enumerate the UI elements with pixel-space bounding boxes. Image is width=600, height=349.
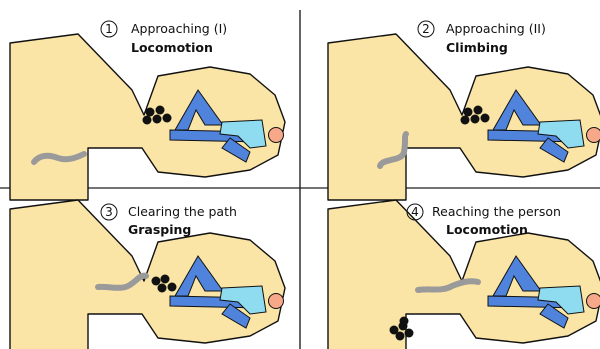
panel-4-number: 4: [411, 205, 419, 219]
panel-2-number: 2: [422, 22, 430, 36]
debris-stone: [396, 332, 405, 341]
debris-stone: [161, 275, 170, 284]
panel-1-number: 1: [105, 22, 113, 36]
debris-stone: [461, 116, 470, 125]
debris-stone: [163, 114, 172, 123]
panel-1-caption: 1 Approaching (I) Locomotion: [101, 21, 227, 55]
panel-1: [10, 34, 285, 200]
debris-stone: [464, 108, 473, 117]
debris-stone: [146, 108, 155, 117]
debris-stone: [158, 284, 167, 293]
panel-3-number: 3: [105, 205, 113, 219]
panel-1-title: Approaching (I): [131, 21, 227, 36]
panel-2-mode: Climbing: [446, 40, 508, 55]
panel-2: [328, 34, 600, 200]
debris-stone: [156, 106, 165, 115]
debris-stone: [153, 115, 162, 124]
panel-3-title: Clearing the path: [128, 204, 237, 219]
panel-3-mode: Grasping: [128, 222, 191, 237]
debris-stone: [152, 277, 161, 286]
debris-stone: [474, 106, 483, 115]
debris-stone: [400, 317, 409, 326]
panel-4-title: Reaching the person: [432, 204, 561, 219]
panel-2-caption: 2 Approaching (II) Climbing: [418, 21, 546, 55]
debris-stone: [481, 114, 490, 123]
debris-stone: [471, 115, 480, 124]
debris-stone: [168, 283, 177, 292]
panel-2-title: Approaching (II): [446, 21, 546, 36]
panel-4-mode: Locomotion: [446, 222, 528, 237]
debris-stone: [143, 116, 152, 125]
panel-1-mode: Locomotion: [131, 40, 213, 55]
debris-stone: [405, 329, 414, 338]
panel-4-caption: 4 Reaching the person Locomotion: [407, 204, 561, 237]
panel-3-caption: 3 Clearing the path Grasping: [101, 204, 237, 237]
